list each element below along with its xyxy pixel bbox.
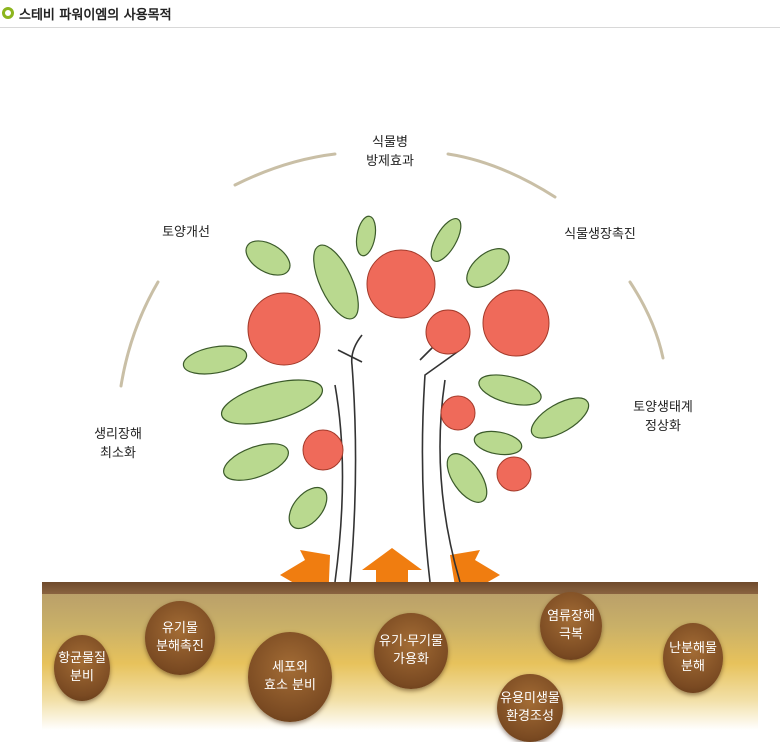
leaves <box>182 215 590 530</box>
label-growth-promotion: 식물생장촉진 <box>564 227 636 242</box>
section-title: 스테비 파워이엠의 사용목적 <box>2 3 172 23</box>
bullet-icon <box>2 7 14 19</box>
divider <box>0 27 780 28</box>
apples <box>247 249 550 492</box>
tree-trunk <box>334 334 461 583</box>
arc <box>119 152 665 388</box>
title-text: 스테비 파워이엠의 사용목적 <box>19 7 172 23</box>
label-soil-improvement: 토양개선 <box>162 225 210 240</box>
soil-surface <box>42 582 758 594</box>
